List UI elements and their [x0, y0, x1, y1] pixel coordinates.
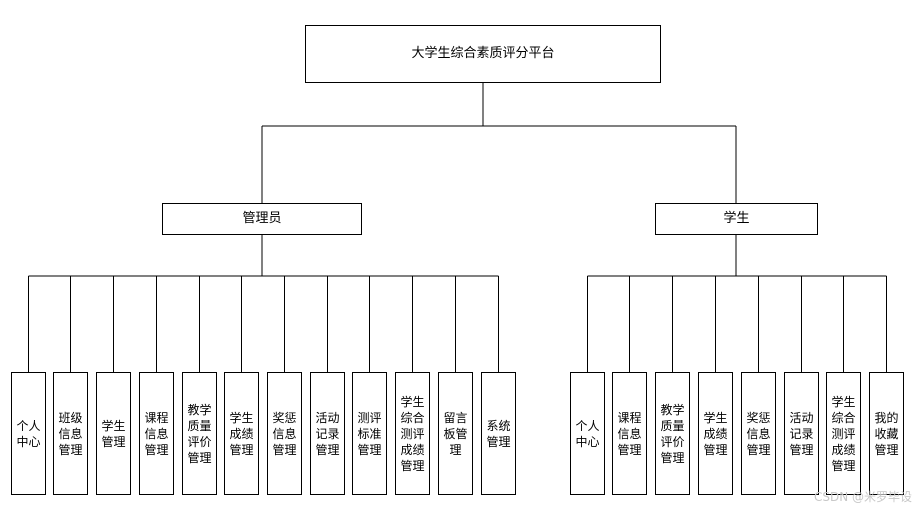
module-node: 活动记录管理: [784, 372, 819, 495]
module-node: 奖惩信息管理: [267, 372, 302, 495]
module-node-label: 教学质量评价管理: [660, 402, 685, 465]
module-node: 学生综合测评成绩管理: [395, 372, 430, 495]
module-node: 个人中心: [11, 372, 46, 495]
module-node-label: 奖惩信息管理: [746, 410, 771, 457]
watermark: CSDN @米罗毕设: [813, 490, 912, 504]
module-node-label: 课程信息管理: [144, 410, 169, 457]
module-node-label: 活动记录管理: [315, 410, 340, 457]
module-node: 课程信息管理: [139, 372, 174, 495]
module-node: 学生管理: [96, 372, 131, 495]
module-node: 留言板管理: [438, 372, 473, 495]
module-node-label: 系统管理: [486, 418, 511, 449]
module-node: 课程信息管理: [612, 372, 647, 495]
role-node-label: 学生: [723, 211, 750, 226]
module-node: 班级信息管理: [53, 372, 88, 495]
module-node-label: 班级信息管理: [58, 410, 83, 457]
module-node-label: 活动记录管理: [789, 410, 814, 457]
module-node: 测评标准管理: [352, 372, 387, 495]
module-node: 我的收藏管理: [869, 372, 904, 495]
module-node-label: 我的收藏管理: [874, 410, 899, 457]
module-node-label: 学生管理: [101, 418, 126, 449]
module-node: 学生成绩管理: [698, 372, 733, 495]
role-node-student: 学生: [655, 203, 818, 235]
module-node: 学生成绩管理: [224, 372, 259, 495]
module-node-label: 留言板管理: [443, 410, 468, 457]
module-node: 系统管理: [481, 372, 516, 495]
module-node-label: 学生成绩管理: [229, 410, 254, 457]
module-node-label: 课程信息管理: [617, 410, 642, 457]
module-node-label: 学生综合测评成绩管理: [831, 394, 856, 473]
module-node: 奖惩信息管理: [741, 372, 776, 495]
role-node-label: 管理员: [242, 211, 282, 226]
module-node: 学生综合测评成绩管理: [826, 372, 861, 495]
module-node: 教学质量评价管理: [655, 372, 690, 495]
module-node-label: 学生综合测评成绩管理: [400, 394, 425, 473]
module-node-label: 个人中心: [575, 418, 600, 449]
module-node: 活动记录管理: [310, 372, 345, 495]
root-node-label: 大学生综合素质评分平台: [411, 46, 555, 61]
module-node-label: 奖惩信息管理: [272, 410, 297, 457]
role-node-admin: 管理员: [162, 203, 362, 235]
module-node-label: 测评标准管理: [357, 410, 382, 457]
module-node-label: 个人中心: [16, 418, 41, 449]
root-node: 大学生综合素质评分平台: [305, 25, 661, 83]
module-node: 教学质量评价管理: [182, 372, 217, 495]
module-node-label: 教学质量评价管理: [187, 402, 212, 465]
module-node: 个人中心: [570, 372, 605, 495]
module-node-label: 学生成绩管理: [703, 410, 728, 457]
